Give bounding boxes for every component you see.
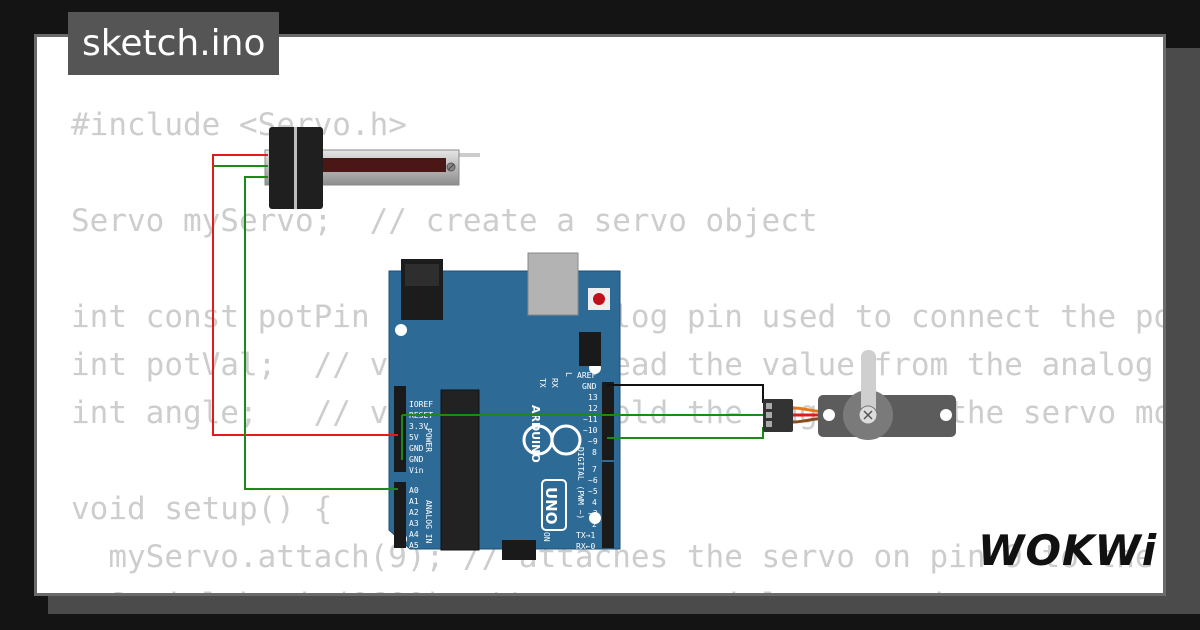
on-label: ON	[542, 532, 551, 542]
header-label: 12	[588, 404, 598, 413]
servo-motor[interactable]	[763, 350, 956, 440]
digital-header-bottom	[602, 462, 614, 548]
header-label: 2	[592, 520, 597, 529]
header-label: AREF	[577, 371, 596, 380]
file-tab-label: sketch.ino	[82, 23, 266, 64]
board-brand: ARDUINO	[529, 405, 542, 463]
code-line: void setup() {	[71, 491, 333, 527]
header-label: 8	[592, 448, 597, 457]
icsp2-header	[502, 540, 536, 560]
analog-pin-label: A0	[409, 486, 419, 495]
arduino-uno-board[interactable]: AREF GND 13 12 ~11 ~10 ~9 8 7 ~6 ~5 4 ~3…	[388, 252, 621, 560]
header-label: RX←0	[576, 542, 595, 551]
analog-header	[394, 482, 406, 548]
power-pin-label: GND	[409, 444, 424, 453]
header-label: ~10	[583, 426, 598, 435]
file-tab[interactable]: sketch.ino	[68, 12, 280, 75]
analog-pin-label: A3	[409, 519, 419, 528]
header-label: ~6	[588, 476, 598, 485]
servo-horn[interactable]	[861, 350, 876, 420]
tx-label: TX	[538, 378, 547, 388]
analog-pin-label: A5	[409, 541, 419, 550]
slide-potentiometer[interactable]	[264, 127, 480, 209]
digital-header-top	[602, 382, 614, 460]
code-line: #include <Servo.h>	[71, 107, 407, 143]
header-label: 7	[592, 465, 597, 474]
power-pin-label: Vin	[409, 466, 424, 475]
power-pin-label: 5V	[409, 433, 419, 442]
mount-hole	[589, 512, 601, 524]
l-label: L	[564, 372, 573, 377]
header-label: GND	[582, 382, 597, 391]
header-label: ~3	[588, 509, 598, 518]
pot-right-shaft	[450, 153, 480, 157]
header-label: 13	[588, 393, 598, 402]
power-title: POWER	[424, 428, 433, 452]
usb-connector	[527, 252, 579, 316]
rx-label: RX	[550, 378, 559, 388]
mount-hole	[395, 324, 407, 336]
analog-pin-label: A4	[409, 530, 419, 539]
power-pin-label: IOREF	[409, 400, 433, 409]
code-line: Serial.begin(9600); // open a serial con…	[71, 581, 1163, 593]
header-label: ~5	[588, 487, 598, 496]
code-line: Servo myServo; // create a servo object	[71, 203, 818, 239]
wire-a0[interactable]	[244, 176, 398, 490]
power-pin-label: GND	[409, 455, 424, 464]
power-pin-label: 3.3V	[409, 422, 428, 431]
atmega-chip	[440, 389, 480, 551]
digital-title: DIGITAL (PWM ~)	[576, 447, 585, 519]
analog-pin-label: A2	[409, 508, 419, 517]
servo-mount-hole	[823, 409, 835, 421]
wokwi-logo: WOKWi	[978, 526, 1158, 575]
board-model: UNO	[542, 487, 560, 525]
wire-servo-gnd[interactable]	[607, 384, 764, 403]
analog-pin-label: A1	[409, 497, 419, 506]
power-header	[394, 386, 406, 472]
wire-5v[interactable]	[212, 154, 398, 436]
wire-servo-signal[interactable]	[607, 427, 764, 439]
uno-badge	[541, 479, 567, 531]
header-label: TX→1	[576, 531, 595, 540]
analog-title: ANALOG IN	[424, 500, 433, 544]
icsp-header	[579, 332, 601, 366]
header-label: ~9	[588, 437, 598, 446]
header-label: ~11	[583, 415, 598, 424]
pot-track	[318, 158, 446, 172]
header-label: 4	[592, 498, 597, 507]
servo-mount-hole	[940, 409, 952, 421]
